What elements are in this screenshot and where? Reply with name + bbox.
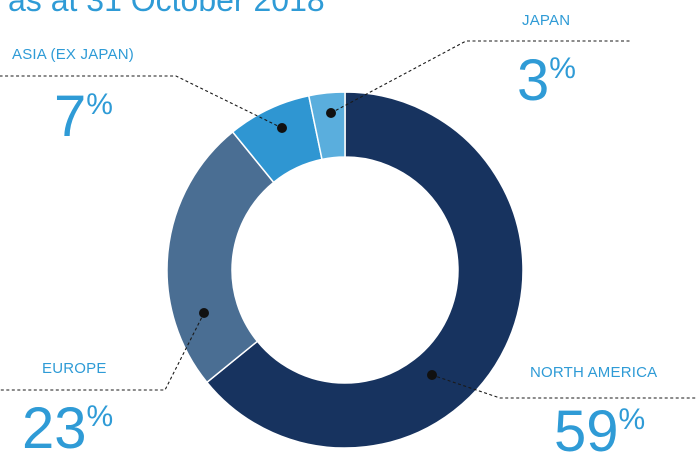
slice-europe — [166, 130, 275, 384]
marker-dot-europe — [199, 308, 209, 318]
leader-line-europe — [0, 312, 205, 391]
percent-value-europe: 23 — [22, 396, 87, 461]
percent-sign-japan: % — [549, 52, 576, 85]
percent-value-north-america: 59 — [554, 399, 619, 464]
percent-sign-asia-ex-japan: % — [86, 88, 113, 121]
legend-label-japan: JAPAN — [522, 12, 571, 29]
legend-label-europe: EUROPE — [42, 360, 107, 377]
leader-line-asia-ex-japan — [0, 75, 283, 129]
percent-sign-north-america: % — [618, 403, 646, 436]
percent-sign-europe: % — [86, 400, 114, 433]
percent-label-japan: 3% — [517, 52, 576, 110]
slice-north-america — [205, 91, 524, 449]
leader-line-japan — [330, 40, 630, 114]
legend-label-north-america: NORTH AMERICA — [530, 364, 658, 381]
leader-line-north-america — [431, 374, 697, 399]
percent-value-japan: 3 — [517, 48, 550, 113]
marker-dot-north-america — [427, 370, 437, 380]
marker-dot-japan — [326, 108, 336, 118]
marker-dot-asia-ex-japan — [277, 123, 287, 133]
percent-label-asia-ex-japan: 7% — [54, 88, 113, 146]
percent-value-asia-ex-japan: 7 — [54, 84, 87, 149]
chart-title: as at 31 October 2018 — [8, 0, 325, 18]
percent-label-north-america: 59% — [554, 403, 645, 461]
slice-japan — [307, 91, 346, 161]
legend-label-asia-ex-japan: ASIA (EX JAPAN) — [12, 46, 134, 63]
percent-label-europe: 23% — [22, 400, 113, 458]
